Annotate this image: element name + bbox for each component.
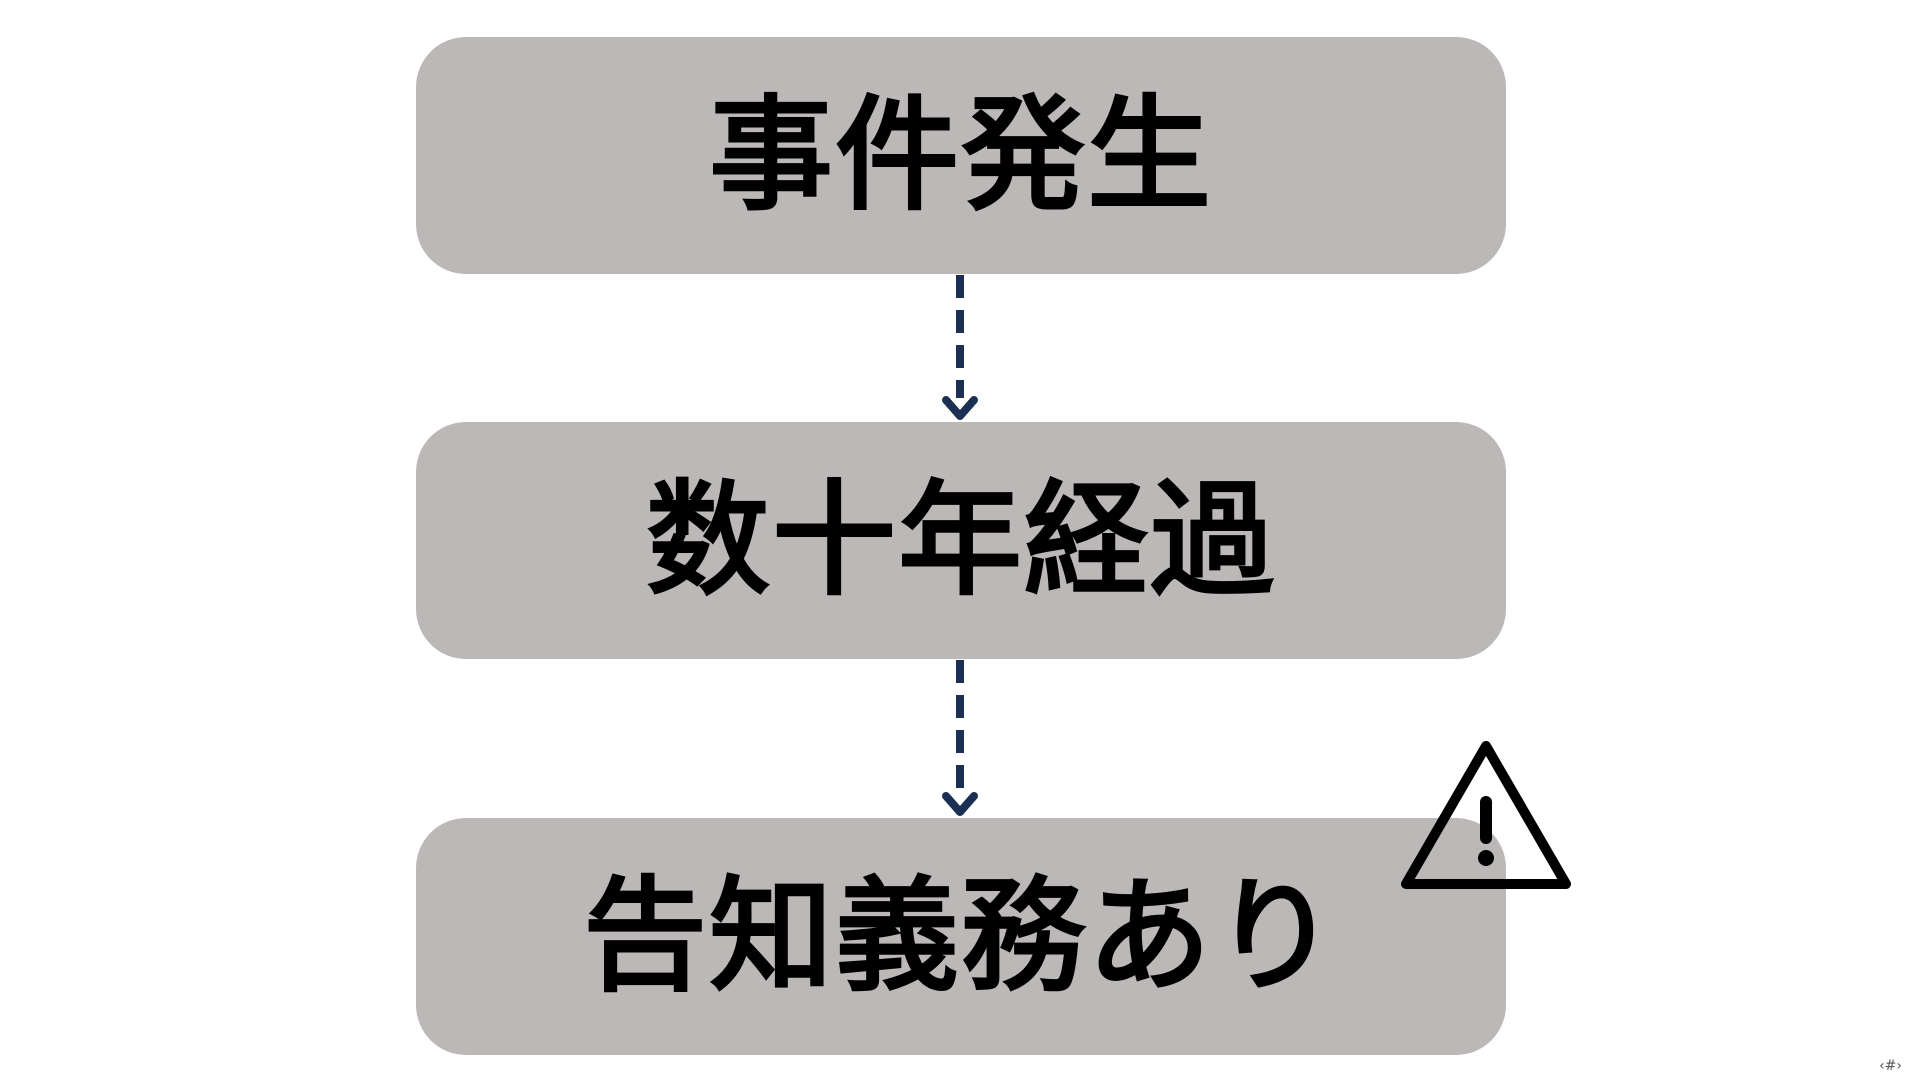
connector-arrow-1: [942, 275, 978, 420]
flow-step-label: 数十年経過: [645, 468, 1276, 613]
warning-triangle-icon: [1401, 741, 1571, 889]
page-number: ‹#›: [1879, 1058, 1902, 1074]
flow-step-disclosure-duty: 告知義務あり: [416, 818, 1506, 1055]
flow-step-label: 告知義務あり: [582, 864, 1339, 1009]
connector-arrow-2: [942, 660, 978, 816]
flow-step-label: 事件発生: [708, 83, 1213, 228]
flow-step-incident: 事件発生: [416, 37, 1506, 274]
flow-step-decades-passed: 数十年経過: [416, 422, 1506, 659]
